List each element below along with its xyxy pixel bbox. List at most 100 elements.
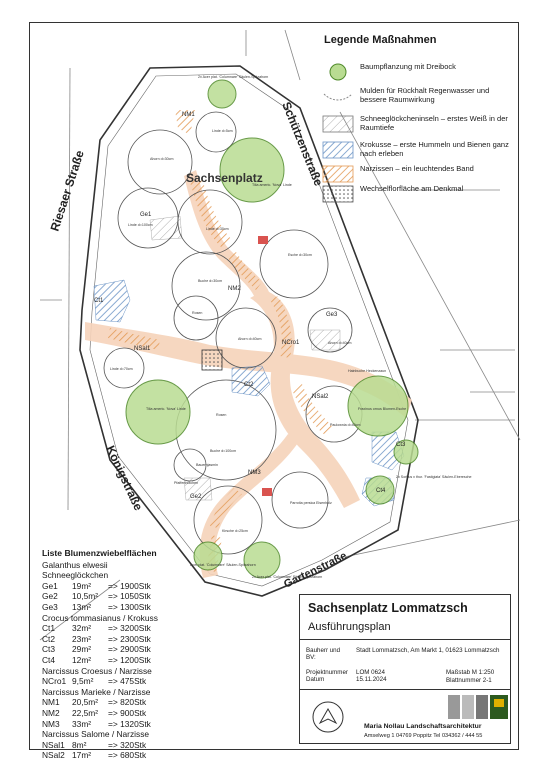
legend-item-trees: Baumpflanzung mit Dreibock <box>322 62 510 82</box>
svg-text:NSal2: NSal2 <box>312 394 329 400</box>
zone-labels: NM1 Ge1 Ct1 NM2 NSal1 NCro1 Ct2 Ge3 NSal… <box>94 112 406 500</box>
group-head: Narcissus Marieke / Narzisse <box>42 686 151 697</box>
legend-text: Schneeglöckcheninseln – erstes Weiß in d… <box>360 114 508 132</box>
street-riesaer: Riesaer Straße <box>48 148 87 233</box>
snowdrop-hatch-icon <box>322 115 354 133</box>
existing-trees <box>103 111 363 555</box>
plan-subtitle: Ausführungsplan <box>308 621 391 633</box>
office-address: Amselweg 1 04769 Poppitz Tel 034362 / 44… <box>364 733 483 739</box>
dots-pattern-icon <box>322 185 354 203</box>
svg-text:Rosen: Rosen <box>216 413 226 417</box>
divider <box>300 689 510 690</box>
svg-text:Ct4: Ct4 <box>376 488 386 494</box>
group-head: Galanthus elwesii <box>42 559 108 570</box>
street-garten: Gartenstraße <box>282 550 349 591</box>
massstab: Maßstab M 1:250 <box>446 669 495 676</box>
plan-title: Sachsenplatz Lommatzsch <box>308 601 468 615</box>
svg-text:Buche d=100cm: Buche d=100cm <box>210 449 236 453</box>
bauherr-label: Bauherr und BV: <box>306 647 341 662</box>
svg-text:Acer plat. 'Columnare' Säulen-: Acer plat. 'Columnare' Säulen-Spitzahorn <box>190 563 256 567</box>
svg-text:Rosen: Rosen <box>192 311 202 315</box>
projekt-value: LOM 0624 15.11.2024 <box>356 669 387 684</box>
svg-text:Linde d=70cm: Linde d=70cm <box>110 367 133 371</box>
blatt: Blattnummer 2-1 <box>446 677 492 684</box>
legend-item-snowdrop: Schneeglöckcheninseln – erstes Weiß in d… <box>322 114 510 134</box>
svg-text:Pfaffenhütchen: Pfaffenhütchen <box>174 481 198 485</box>
svg-text:Ge2: Ge2 <box>190 494 202 500</box>
svg-text:Linde d=5cm: Linde d=5cm <box>212 129 233 133</box>
svg-text:Paulownia d=40cm: Paulownia d=40cm <box>330 423 360 427</box>
north-arrow-icon <box>312 701 344 733</box>
svg-text:Fraxinus ornus Blumen-Esche: Fraxinus ornus Blumen-Esche <box>358 407 406 411</box>
svg-text:NM2: NM2 <box>228 286 241 292</box>
square-outline <box>79 65 419 597</box>
svg-text:Esche d=30cm: Esche d=30cm <box>288 253 312 257</box>
svg-text:Tilia americ. 'Nova' Linde: Tilia americ. 'Nova' Linde <box>146 407 186 411</box>
new-trees <box>125 79 419 579</box>
svg-text:Ct2: Ct2 <box>244 382 254 388</box>
svg-text:Linde d=100cm: Linde d=100cm <box>128 223 153 227</box>
narcissus-hatch-icon <box>322 165 354 183</box>
monument <box>201 349 223 371</box>
svg-text:Buche d=30cm: Buche d=30cm <box>198 279 222 283</box>
legend-item-narcissus: Narzissen – ein leuchtendes Band <box>322 164 510 184</box>
group-head: Narcissus Croesus / Narzisse <box>42 665 152 676</box>
svg-text:2x Sorbus x thur. 'Fastigiata': 2x Sorbus x thur. 'Fastigiata' Säulen-Eb… <box>396 475 471 479</box>
svg-text:Bauernjasmin: Bauernjasmin <box>196 463 218 467</box>
svg-text:Linde d=30cm: Linde d=30cm <box>206 227 229 231</box>
tree-circle-icon <box>329 63 347 81</box>
road-lines <box>39 29 521 641</box>
legend: Legende Maßnahmen Baumpflanzung mit Drei… <box>322 34 512 203</box>
street-koenig: Königstraße <box>103 443 145 513</box>
svg-text:Ge3: Ge3 <box>326 312 338 318</box>
crocus-hatch-icon <box>322 141 354 159</box>
legend-text: Wechselflorfläche am Denkmal <box>360 184 464 193</box>
projekt-label: Projektnummer Datum <box>306 669 348 684</box>
svg-text:Ct3: Ct3 <box>396 442 406 448</box>
legend-text: Baumpflanzung mit Dreibock <box>360 62 456 71</box>
office-name: Maria Nollau Landschaftsarchitektur <box>364 723 482 730</box>
svg-text:Kirsche d=25cm: Kirsche d=25cm <box>222 529 248 533</box>
group-head: Crocus tommasianus / Krokuss <box>42 612 158 623</box>
svg-text:2x Acer plat. 'Columnare' Säul: 2x Acer plat. 'Columnare' Säulen-Spitzah… <box>252 575 322 579</box>
svg-text:Tilia americ. 'Nova' Linde: Tilia americ. 'Nova' Linde <box>252 183 292 187</box>
legend-text: Mulden für Rückhalt Regenwasser und bess… <box>360 86 490 104</box>
red-object-1 <box>258 236 268 244</box>
svg-text:Ahorn d=40cm: Ahorn d=40cm <box>328 341 351 345</box>
svg-text:NM1: NM1 <box>182 112 195 118</box>
divider <box>300 639 510 640</box>
svg-text:NCro1: NCro1 <box>282 340 300 346</box>
svg-text:2x Acer plat. 'Columnare' Säul: 2x Acer plat. 'Columnare' Säulen-Spitzah… <box>198 75 268 79</box>
svg-text:Ct1: Ct1 <box>94 298 104 304</box>
svg-text:Ahorn d=30cm: Ahorn d=30cm <box>150 157 173 161</box>
svg-text:Hainbuche Heckenzaun: Hainbuche Heckenzaun <box>348 369 386 373</box>
legend-item-crocus: Krokusse – erste Hummeln und Bienen ganz… <box>322 140 510 160</box>
red-object-2 <box>262 488 272 496</box>
legend-item-seasonal: Wechselflorfläche am Denkmal <box>322 184 510 204</box>
swale-icon <box>323 93 353 101</box>
square-name: Sachsenplatz <box>186 171 263 185</box>
bauherr-value: Stadt Lommatzsch, Am Markt 1, 01623 Lomm… <box>356 647 500 654</box>
title-block: Sachsenplatz Lommatzsch Ausführungsplan … <box>299 594 511 744</box>
tree-labels: 2x Acer plat. 'Columnare' Säulen-Spitzah… <box>110 75 471 579</box>
group-head: Narcissus Salome / Narzisse <box>42 729 150 740</box>
bulb-list-title: Liste Blumenzwiebelflächen <box>42 548 157 558</box>
bulb-list: Liste Blumenzwiebelflächen Galanthus elw… <box>42 548 292 761</box>
legend-text: Krokusse – erste Hummeln und Bienen ganz… <box>360 140 509 158</box>
legend-title: Legende Maßnahmen <box>324 34 437 46</box>
svg-text:NM3: NM3 <box>248 470 261 476</box>
plan-frame <box>29 22 519 750</box>
office-logo-icon <box>448 695 508 719</box>
